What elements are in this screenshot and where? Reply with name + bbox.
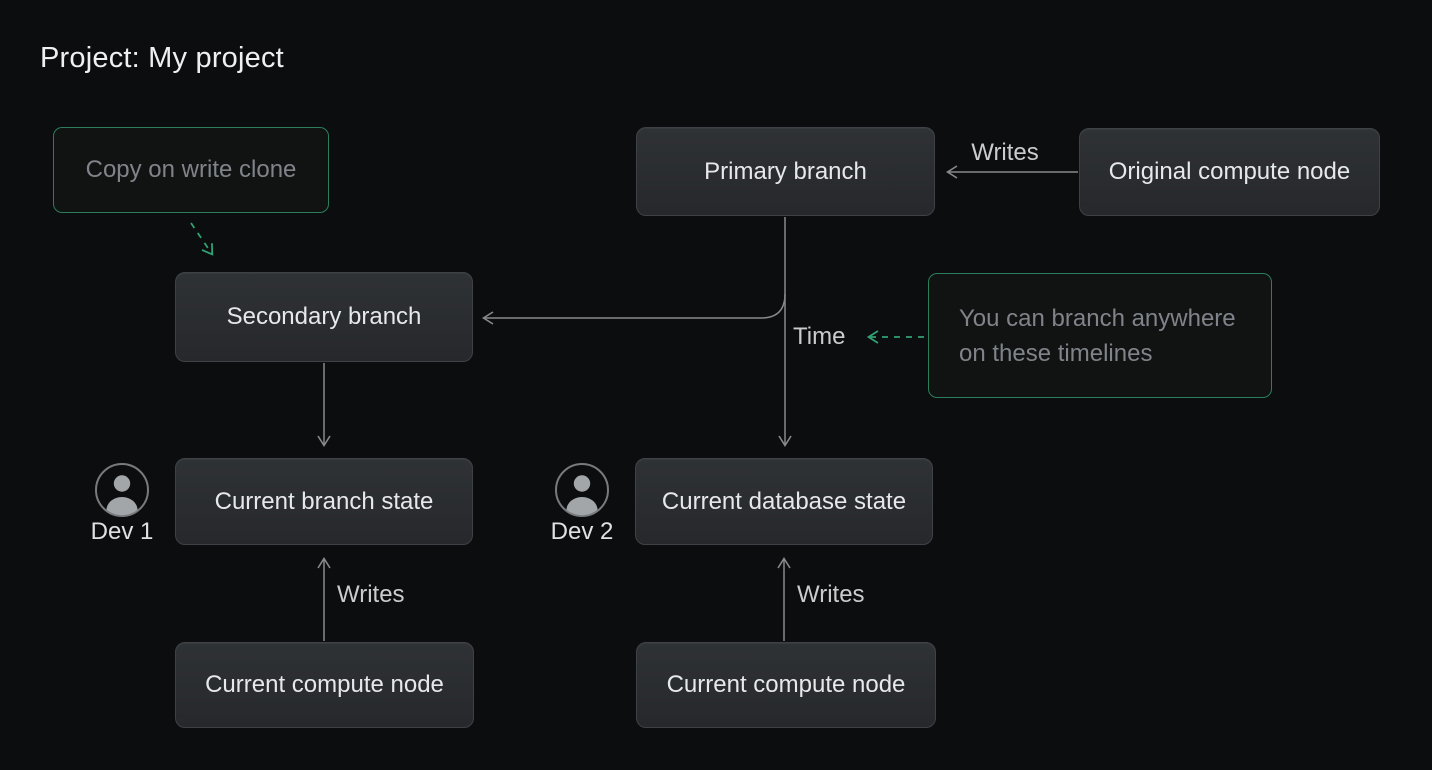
- current-branch-state-node: Current branch state: [175, 458, 473, 545]
- original-compute-node: Original compute node: [1079, 128, 1380, 216]
- branch-anywhere-note: You can branch anywhere on these timelin…: [928, 273, 1272, 398]
- original-compute-label: Original compute node: [1108, 158, 1351, 185]
- clone-dashed-arrow: [190, 222, 214, 256]
- current-database-state-label: Current database state: [661, 487, 907, 515]
- writes-label-right: Writes: [797, 581, 865, 608]
- dev2-label: Dev 2: [550, 518, 614, 545]
- writes-label-left: Writes: [337, 581, 405, 608]
- dev1-person-icon: [95, 463, 149, 517]
- time-label: Time: [793, 323, 846, 350]
- primary-branch-node: Primary branch: [636, 127, 935, 216]
- primary-branch-label: Primary branch: [704, 157, 867, 185]
- writes-label-top: Writes: [971, 139, 1039, 166]
- page-title: Project: My project: [40, 42, 284, 74]
- copy-on-write-clone-label: Copy on write clone: [85, 156, 297, 183]
- secondary-branch-label: Secondary branch: [226, 303, 422, 330]
- current-database-state-node: Current database state: [635, 458, 933, 545]
- current-compute-node-left-label: Current compute node: [205, 671, 444, 698]
- secondary-branch-node: Secondary branch: [175, 272, 473, 362]
- dev1-label: Dev 1: [90, 518, 154, 545]
- current-compute-node-right-label: Current compute node: [666, 671, 906, 698]
- current-branch-state-label: Current branch state: [214, 487, 434, 515]
- copy-on-write-clone-note: Copy on write clone: [53, 127, 329, 213]
- dev2-person-icon: [555, 463, 609, 517]
- branch-anywhere-label: You can branch anywhere on these timelin…: [959, 304, 1236, 367]
- current-compute-node-right: Current compute node: [636, 642, 936, 728]
- current-compute-node-left: Current compute node: [175, 642, 474, 728]
- branch-to-secondary-arrow: [482, 293, 786, 325]
